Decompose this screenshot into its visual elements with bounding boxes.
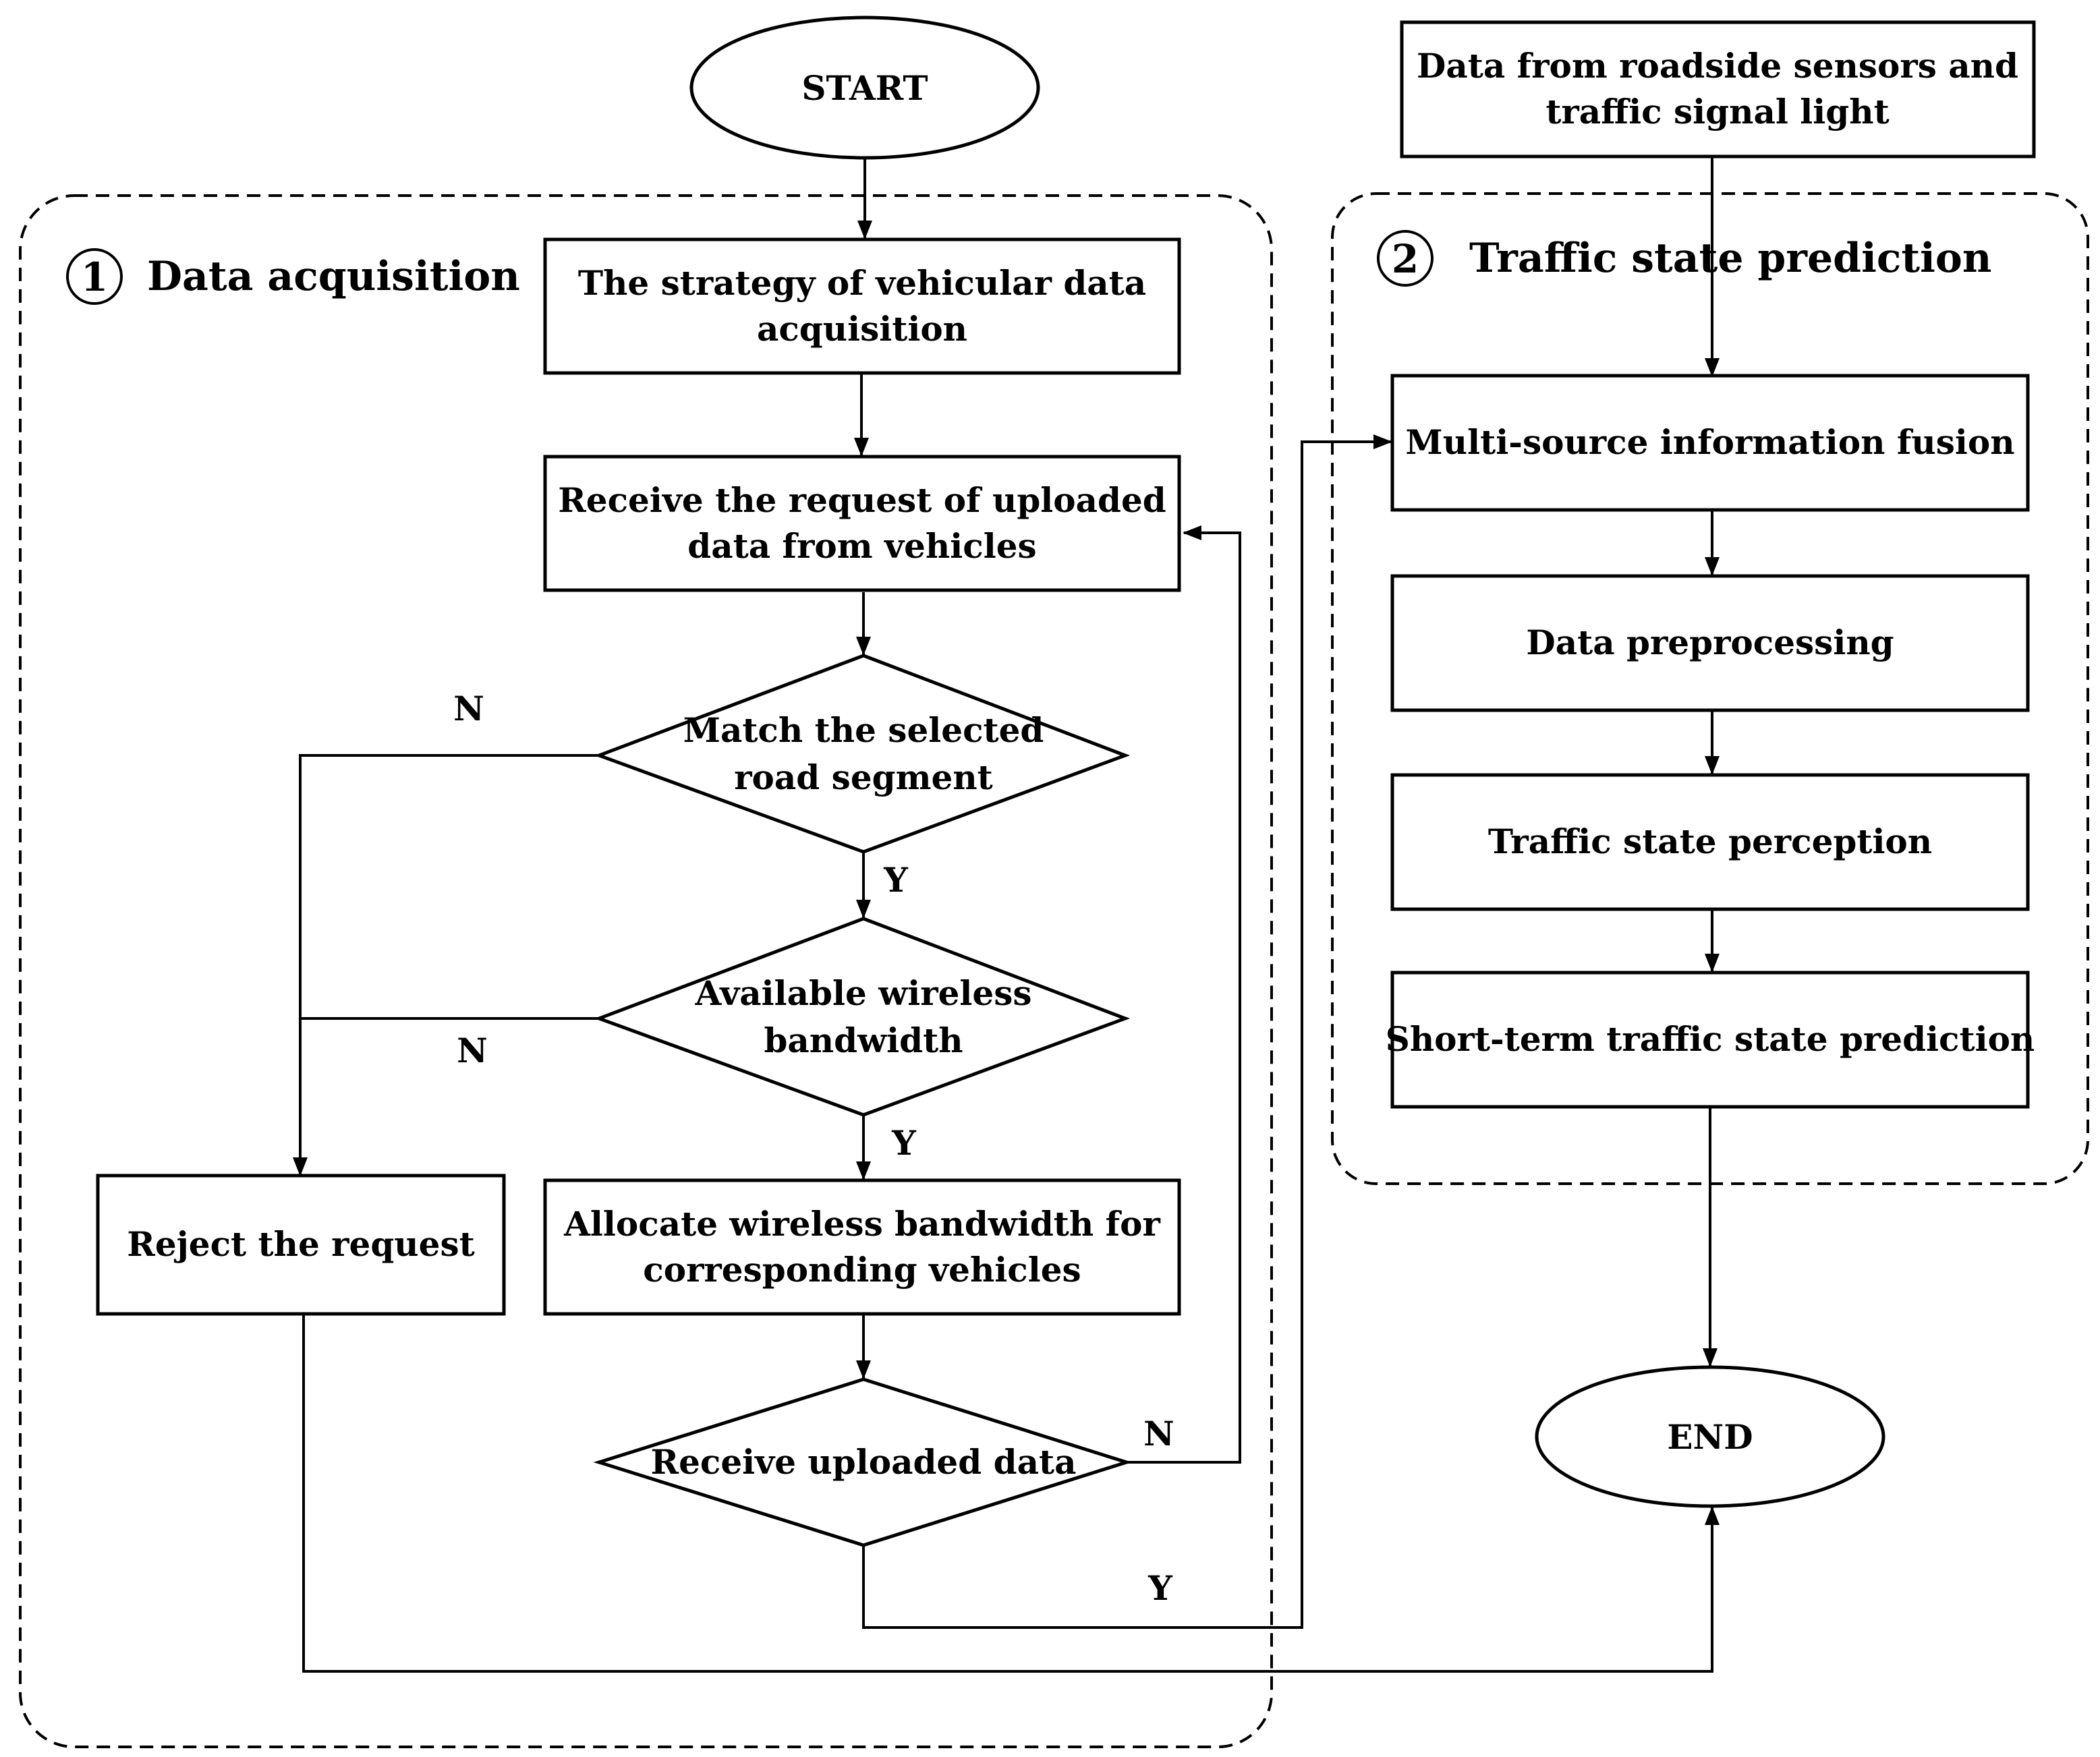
sensors-label-line-2: traffic signal light: [1545, 92, 1889, 132]
sensors-label-line-1: Data from roadside sensors and: [1417, 46, 2018, 86]
receive-request-box: [543, 455, 1181, 592]
connector-bandwidth-no: [293, 1017, 599, 1176]
receive-request-label-line-2: data from vehicles: [687, 526, 1036, 566]
match-segment-decision: [594, 654, 1131, 854]
end-terminal: [1535, 1365, 1885, 1508]
strategy-label-line-2: acquisition: [757, 309, 967, 349]
reject-box: [96, 1174, 506, 1316]
no-label-match: N: [453, 689, 484, 728]
section-1-number: 1: [81, 254, 108, 300]
available-bandwidth-label-line-1: Available wireless: [694, 973, 1031, 1013]
connector-receive-yes-fusion: [862, 434, 1392, 1629]
start-terminal: [689, 16, 1040, 160]
perception-label: Traffic state perception: [1488, 822, 1932, 861]
prediction-box: [1390, 971, 2030, 1109]
section-1-badge: [66, 248, 123, 305]
section-2-badge: [1377, 230, 1434, 287]
available-bandwidth-decision: [594, 917, 1131, 1117]
end-label: END: [1667, 1417, 1753, 1457]
section-1-title: Data acquisition: [147, 253, 520, 300]
available-bandwidth-label-line-2: bandwidth: [764, 1020, 963, 1060]
receive-request-label-line-1: Receive the request of uploaded: [558, 480, 1166, 520]
allocate-box: [543, 1178, 1181, 1316]
allocate-label-line-2: corresponding vehicles: [643, 1250, 1081, 1290]
perception-box: [1390, 773, 2030, 911]
sensors-box: [1400, 20, 2036, 159]
yes-label-receive: Y: [1147, 1568, 1173, 1608]
yes-label-match: Y: [883, 860, 909, 900]
connector-reject-end: [302, 1315, 1720, 1673]
section-2-title: Traffic state prediction: [1469, 235, 1992, 282]
reject-label: Reject the request: [127, 1224, 474, 1264]
section-2-number: 2: [1392, 236, 1419, 282]
match-segment-label-line-2: road segment: [734, 757, 993, 797]
yes-label-bandwidth: Y: [891, 1123, 917, 1163]
start-label: START: [801, 68, 928, 108]
strategy-label-line-1: The strategy of vehicular data: [578, 263, 1146, 303]
connector-match-no: [299, 754, 599, 1018]
no-label-receive: N: [1143, 1414, 1174, 1453]
match-segment-label-line-1: Match the selected: [683, 710, 1044, 750]
preprocessing-label: Data preprocessing: [1526, 623, 1894, 662]
no-label-bandwidth: N: [457, 1031, 488, 1070]
section-1-container: [19, 194, 1273, 1748]
connector-receive-no-loop: [1127, 525, 1241, 1464]
strategy-box: [543, 237, 1181, 375]
receive-uploaded-decision: [593, 1377, 1133, 1547]
fusion-box: [1390, 374, 2030, 512]
receive-uploaded-label: Receive uploaded data: [651, 1442, 1077, 1482]
prediction-label: Short-term traffic state prediction: [1386, 1019, 2035, 1059]
preprocessing-box: [1390, 574, 2030, 712]
allocate-label-line-1: Allocate wireless bandwidth for: [563, 1204, 1160, 1244]
fusion-label: Multi-source information fusion: [1405, 422, 2014, 462]
